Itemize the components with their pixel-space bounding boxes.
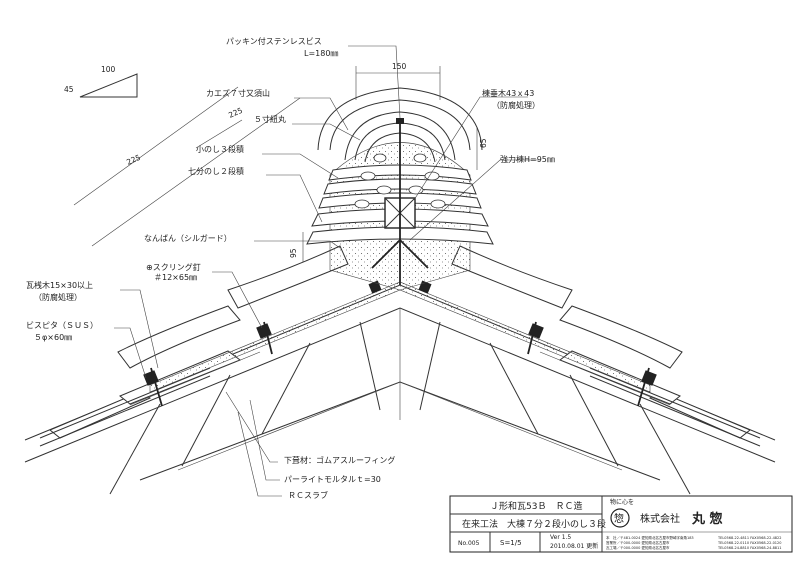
label-kyoryoku: 強力棟H=95㎜ [500, 154, 555, 164]
address-line3: 瓦工場／〒000-0000 愛知県北名古屋市 [606, 545, 670, 550]
address-line1: 本 社／〒481-0024 愛知県北名古屋市野崎字南角183 [606, 535, 694, 540]
dim-95-label: 95 [289, 248, 298, 258]
label-nanban: なんばん（シルガード） [144, 233, 232, 243]
dimension-150: 150 [355, 62, 441, 100]
company-prefix: 株式会社 [640, 512, 680, 525]
drawing-date: 2010.08.01 更新 [550, 542, 598, 550]
callout-labels: パッキン付ステンレスビス L=180㎜ カエズ７寸又須山 ５寸紐丸 小のし３段積… [26, 36, 555, 500]
screws [150, 321, 650, 407]
label-spring-nail: ⊕スクリング釘 [146, 262, 201, 272]
label-perlite: パーライトモルタルｔ=30 [284, 475, 381, 484]
label-spring-nail-size: ＃12×65㎜ [154, 273, 197, 282]
company-logo-char: 惣 [614, 512, 624, 525]
tel-line1: TEL0568-22-4811 FAX0568-22-4822 [717, 536, 781, 540]
label-packing-screw-length: L=180㎜ [304, 49, 338, 58]
label-munegi: 棟垂木43ｘ43 [482, 88, 534, 98]
tel-line3: TEL0568-24-8810 FAX0568-24-8811 [717, 546, 781, 550]
label-bisupita-size: ５φ×60㎜ [34, 333, 72, 342]
dimension-225: 225 225 [73, 86, 301, 247]
label-bisupita: ビスピタ（ＳＵＳ） [26, 321, 98, 330]
label-shichibun: 七分のし２段積 [188, 166, 244, 176]
drawing-scale: S=1/5 [500, 539, 522, 547]
dim-65-label: 65 [479, 138, 488, 148]
drawing-version: Ver 1.5 [550, 534, 571, 541]
label-kawarasan-note: （防腐処理） [34, 292, 82, 302]
company-logo [610, 508, 630, 528]
label-rc-slab: ＲＣスラブ [288, 490, 328, 500]
slope-indicator: 100 45 [64, 65, 138, 98]
title-block: Ｊ形和瓦53Ｂ ＲＣ造 在来工法 大棟７分２段小のし３段 No.005 S=1/… [449, 495, 793, 553]
dim-225-upper: 225 [227, 106, 244, 120]
company-slogan: 物に心を [610, 498, 634, 506]
slope-triangle [79, 73, 138, 98]
dim-225-lower: 225 [125, 153, 142, 167]
right-roof-tiles [451, 245, 761, 447]
label-shitabuki: 下葺材：ゴムアスルーフィング [284, 455, 395, 465]
title-line1: Ｊ形和瓦53Ｂ ＲＣ造 [490, 500, 582, 512]
label-munegi-note: （防腐処理） [492, 100, 540, 110]
company-name: 丸 惣 [691, 511, 723, 527]
dimension-65: 65 [476, 128, 488, 170]
label-kawarasan: 瓦桟木15×30以上 [26, 280, 93, 290]
slope-rise-label: 45 [64, 85, 74, 94]
label-konoshi: 小のし３段積 [196, 144, 244, 154]
drawing-number: No.005 [458, 540, 480, 547]
address-line2: 営業所／〒000-0000 愛知県北名古屋市 [606, 540, 670, 545]
ridge-assembly [306, 87, 494, 291]
label-packing-screw: パッキン付ステンレスビス [226, 36, 322, 46]
dim-150-label: 150 [392, 62, 407, 71]
label-gosun-marumaru: ５寸紐丸 [254, 114, 286, 124]
leader-lines [114, 45, 540, 497]
slope-run-label: 100 [101, 65, 116, 74]
tel-line2: TEL0568-22-0110 FAX0568-22-0120 [717, 541, 781, 545]
label-kaezu: カエズ７寸又須山 [206, 88, 270, 98]
title-line2: 在来工法 大棟７分２段小のし３段 [462, 518, 606, 530]
